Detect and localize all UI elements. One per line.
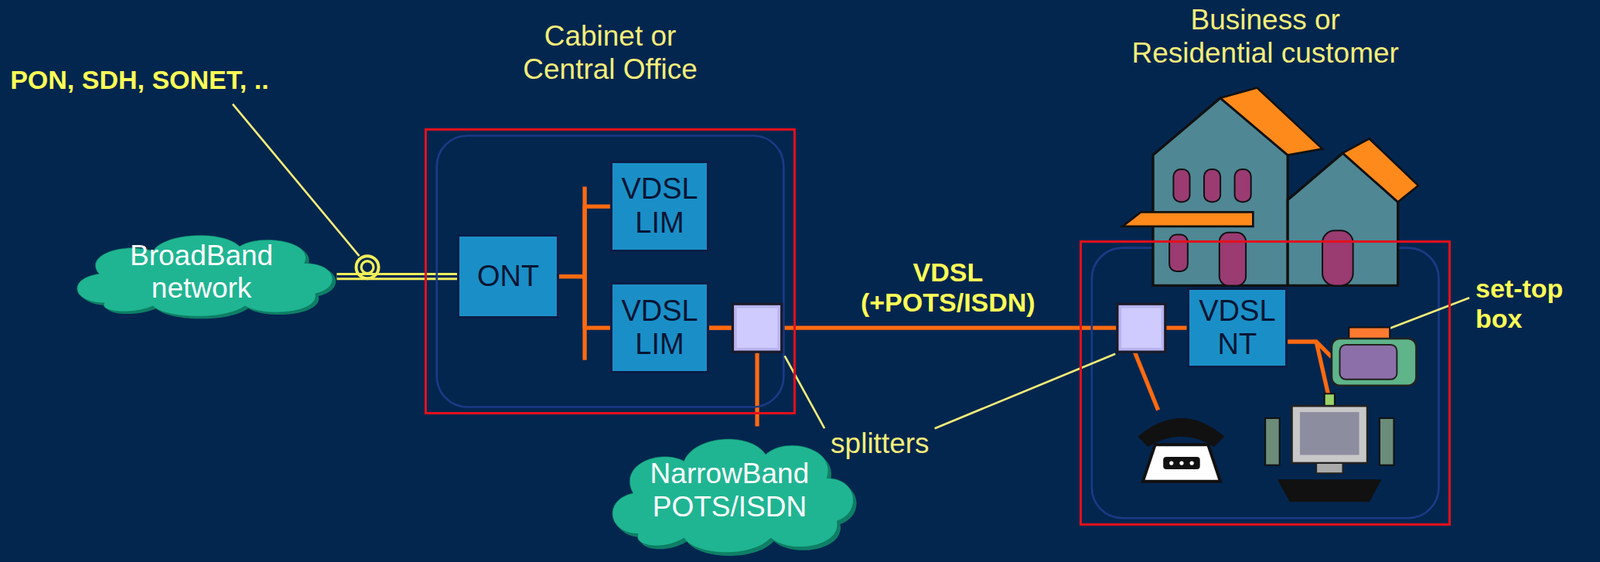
label-holder: PON, SDH, SONET, .. [10, 64, 269, 96]
leader-line [784, 355, 825, 429]
splitter [1117, 303, 1166, 352]
nt-box: VDSL NT [1187, 287, 1289, 369]
region-heading: Business or Residential customer [1122, 3, 1409, 70]
fiber-coil [356, 255, 379, 279]
splitter-face [736, 307, 778, 348]
broadband-cloud: BroadBand network [66, 226, 338, 319]
heading-holder: Business or Residential customer [1122, 3, 1409, 70]
phone-key [1190, 460, 1195, 465]
leader-line [232, 104, 360, 257]
customer-box: Business or Residential customerVDSL NT [1079, 240, 1451, 526]
tv-body [1331, 338, 1417, 386]
cloud-label: BroadBand network [101, 239, 303, 306]
callout-label: splitters [830, 427, 929, 461]
region-heading: Cabinet or Central Office [494, 20, 727, 86]
label-holder: set-top box [1475, 273, 1592, 335]
house-awning [1122, 211, 1253, 226]
box-label: VDSL LIM [615, 172, 704, 240]
heading-holder: Cabinet or Central Office [494, 20, 727, 86]
pc-monitor [1291, 405, 1368, 464]
leader-line [1389, 297, 1470, 329]
house-window [1173, 169, 1190, 202]
splitter-face [1121, 307, 1161, 348]
cloud-body [611, 439, 853, 553]
phone-wire [1134, 351, 1158, 410]
phone-handset [1137, 418, 1225, 447]
narrowband-cloud: NarrowBand POTS/ISDN [602, 426, 858, 556]
splitter [732, 303, 782, 352]
bus-wire [582, 186, 587, 360]
callout-label: set-top box [1475, 273, 1592, 335]
inner-outline [1091, 248, 1440, 519]
inner-outline [436, 135, 785, 407]
lim-box: VDSL LIM [610, 160, 710, 252]
pc-plug [1324, 393, 1335, 406]
ont-box: ONT [457, 234, 560, 318]
pc-screen [1299, 412, 1360, 455]
box-label: ONT [477, 259, 540, 294]
house-window [1234, 169, 1252, 202]
pc-stand [1316, 463, 1343, 474]
phone-keys [1163, 457, 1200, 470]
callout-label: PON, SDH, SONET, .. [10, 64, 269, 96]
lim-box: VDSL LIM [610, 282, 710, 373]
fiber-core [336, 275, 458, 278]
fiber-line [336, 272, 458, 280]
phone-body [1142, 444, 1221, 482]
box-label: VDSL NT [1192, 294, 1283, 362]
cloud-body [77, 235, 333, 317]
fiber-coil [361, 261, 374, 274]
leader-line [934, 354, 1116, 429]
house-roof [1342, 138, 1419, 202]
box-label: VDSL LIM [615, 294, 704, 362]
cabinet-box: Cabinet or Central OfficeONTVDSL LIMVDSL… [424, 128, 796, 414]
tv-screen [1339, 344, 1397, 380]
connector [336, 276, 458, 277]
phone-key [1179, 460, 1184, 465]
tv-wire [1287, 341, 1332, 358]
cloud-label: NarrowBand POTS/ISDN [628, 457, 830, 524]
edge-label: VDSL (+POTS/ISDN) [832, 257, 1065, 318]
house-roof [1220, 87, 1323, 155]
house-window [1204, 169, 1221, 202]
phone-key [1169, 460, 1174, 465]
pc-speaker [1265, 418, 1280, 466]
edge-label-holder: VDSL (+POTS/ISDN) [832, 257, 1065, 318]
pc-wire [1316, 341, 1329, 396]
house-door [1322, 230, 1354, 286]
pc-speaker [1379, 418, 1394, 466]
pc-keyboard [1277, 479, 1382, 502]
label-holder: splitters [830, 427, 929, 461]
